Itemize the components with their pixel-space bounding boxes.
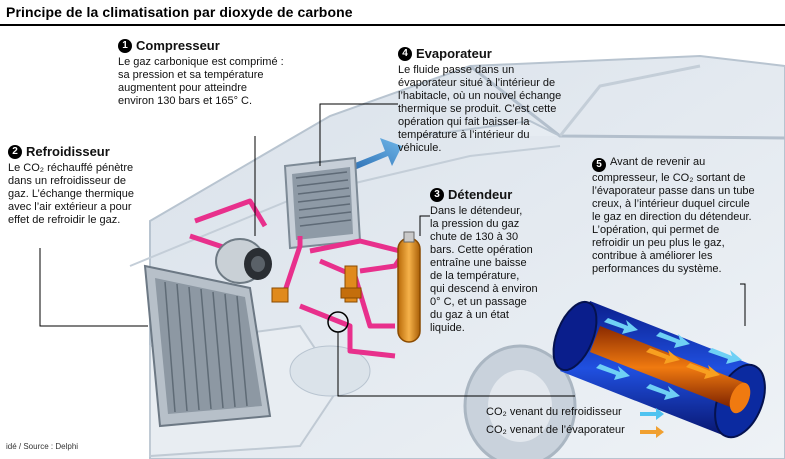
legend-swatches	[640, 408, 664, 438]
compressor	[215, 238, 272, 284]
step-heading: Compresseur	[136, 38, 220, 53]
legend-label: CO₂ venant du refroidisseur	[486, 406, 622, 418]
legend-label: CO₂ venant de l’évaporateur	[486, 424, 625, 436]
step-heading: Détendeur	[448, 187, 513, 202]
step-number: 5	[592, 157, 606, 172]
step-evaporateur: 4 Evaporateur Le fluide passe dans un éva…	[398, 46, 588, 155]
expansion-valves	[271, 265, 362, 303]
step-number: 3	[430, 187, 444, 202]
step-refroidisseur: 2 Refroidisseur Le CO₂ réchauffé pénètre …	[8, 144, 158, 227]
evaporator	[283, 156, 362, 250]
legend-arrow-blue	[640, 408, 664, 420]
step-heading: Evaporateur	[416, 46, 492, 61]
hollow-tube	[552, 300, 766, 439]
step-text: Le CO₂ réchauffé pénètre dans un refroid…	[8, 162, 134, 226]
callout-line	[337, 332, 575, 397]
step-compresseur: 1 Compresseur Le gaz carbonique est compr…	[118, 38, 318, 108]
source-credit: idé / Source : Delphi	[6, 442, 79, 451]
expansion-cylinder	[397, 231, 421, 343]
step-text: Le gaz carbonique est comprimé : sa pres…	[118, 56, 318, 108]
leader-lines	[39, 103, 746, 327]
car-illustration	[39, 54, 785, 459]
step-number: 2	[8, 144, 22, 159]
step-number: 1	[118, 38, 132, 53]
legend-arrow-orange	[640, 426, 664, 438]
title-bar: Principe de la climatisation par dioxyde…	[0, 0, 785, 26]
legend-item-evaporateur: CO₂ venant de l’évaporateur	[486, 424, 625, 436]
step-text: Le fluide passe dans un évaporateur situ…	[398, 64, 562, 154]
step-number: 4	[398, 46, 412, 61]
step-heading: Refroidisseur	[26, 144, 110, 159]
page-title: Principe de la climatisation par dioxyde…	[6, 4, 353, 20]
gas-cooler	[143, 264, 272, 428]
step-text: Dans le détendeur, la pression du gaz ch…	[430, 205, 538, 334]
step-detendeur: 3 Détendeur Dans le détendeur, la pressio…	[430, 187, 560, 335]
legend-item-refroidisseur: CO₂ venant du refroidisseur	[486, 406, 622, 418]
